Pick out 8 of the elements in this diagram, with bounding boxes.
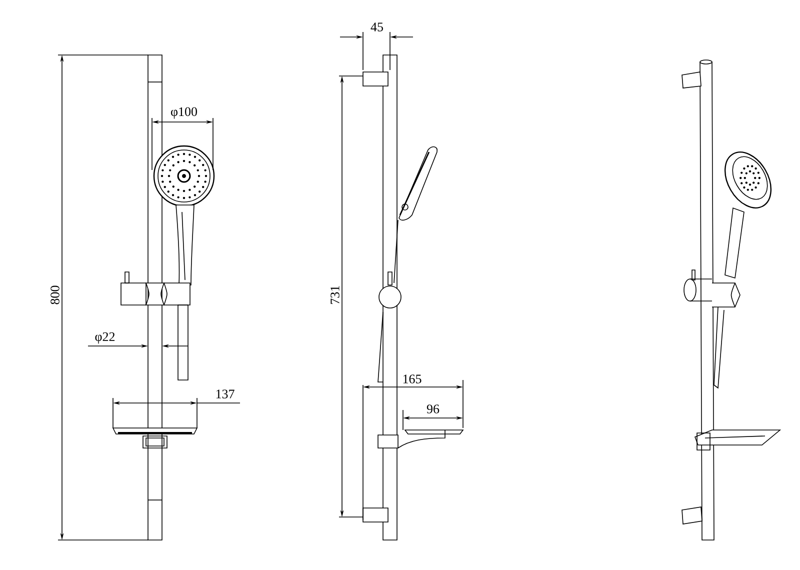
dimension-label: 731 [330, 286, 340, 304]
dimension-label: 45 [370, 22, 383, 32]
dimension-label: φ22 [95, 332, 115, 344]
dimension-label: φ100 [171, 107, 197, 119]
dimension-label: 165 [403, 374, 422, 384]
dimension-label: 800 [50, 286, 60, 304]
dimension-label: 137 [216, 390, 234, 398]
dimension-label: 96 [426, 404, 440, 414]
